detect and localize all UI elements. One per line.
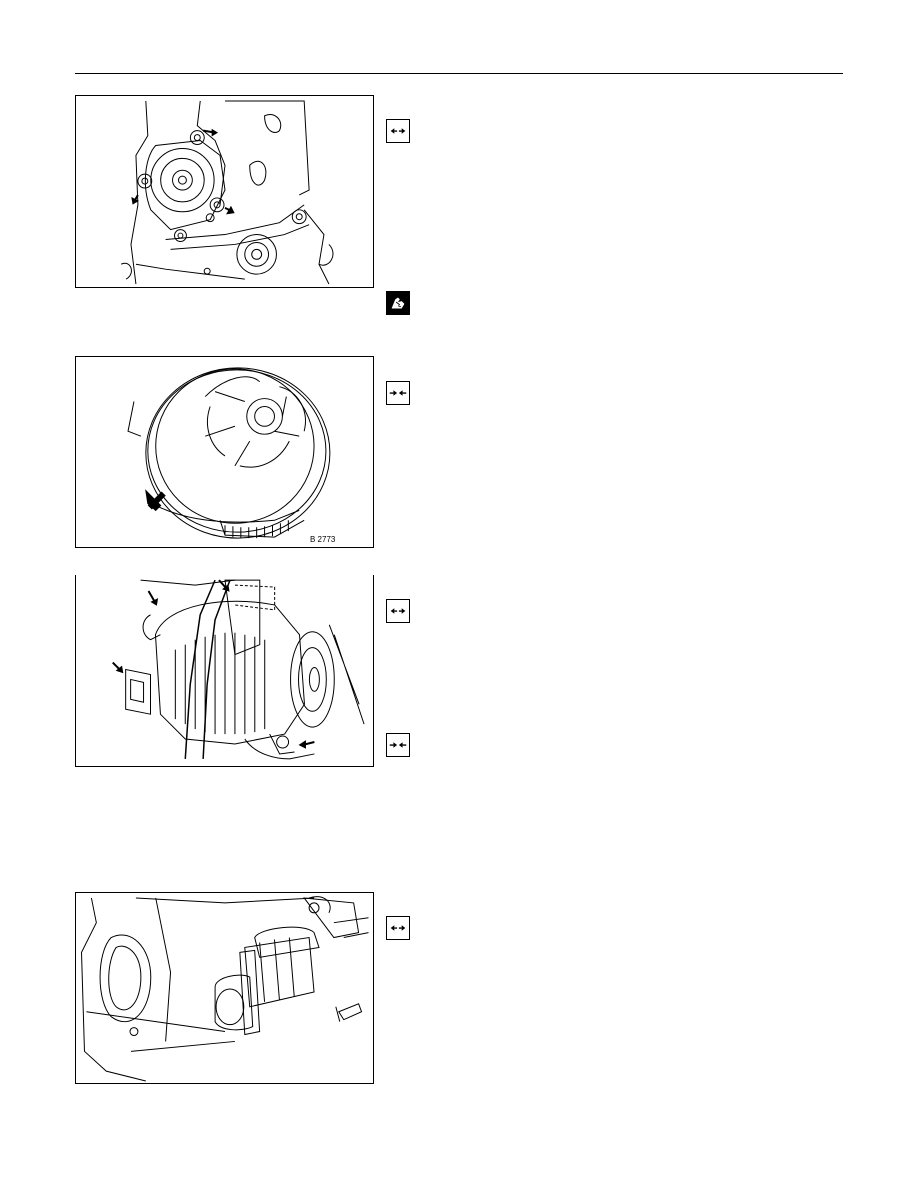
header-rule [75, 73, 843, 74]
figure-starter-motor [75, 892, 374, 1084]
remove-arrows-outward-icon [386, 599, 410, 623]
remove-arrows-outward-icon [386, 119, 410, 143]
install-arrows-inward-icon [386, 733, 410, 757]
figure-alternator [75, 575, 374, 767]
install-arrows-inward-icon [386, 381, 410, 405]
remove-arrows-outward-icon [386, 916, 410, 940]
figure-water-pump-mounting [75, 95, 374, 288]
figure-label: B 2773 [310, 535, 336, 544]
hand-tool-icon [386, 291, 410, 315]
figure-water-pump-gasket: B 2773 [75, 356, 374, 548]
